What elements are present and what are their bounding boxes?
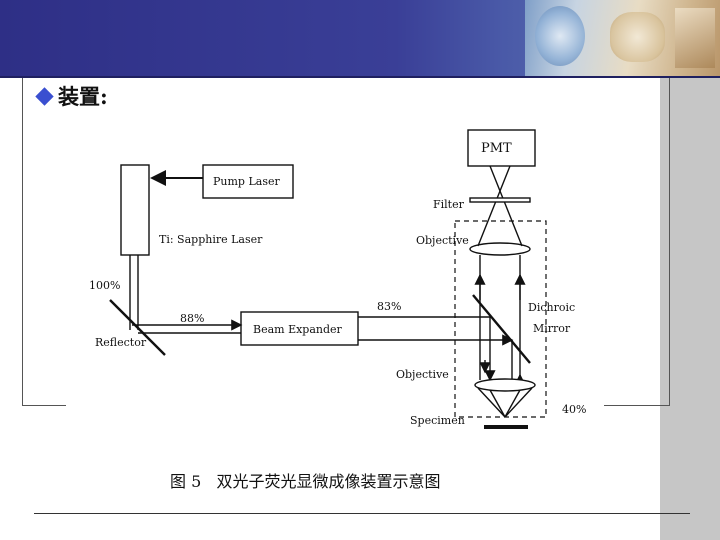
dichroic-label-1: Dichroic [528, 301, 575, 314]
objective-lens-bottom [474, 378, 536, 392]
beam-expander-label: Beam Expander [253, 323, 343, 336]
pmt-box [467, 129, 536, 167]
title-banner [0, 0, 720, 76]
pump-laser-label: Pump Laser [213, 175, 280, 188]
objective-bottom-label: Objective [396, 368, 449, 381]
pmt-cone-2 [489, 165, 523, 247]
frame-line [604, 405, 670, 406]
pump-laser-box [202, 164, 294, 199]
dichroic-label-2: Mirror [533, 322, 571, 335]
pct-83-label: 83% [377, 300, 401, 313]
clock-image [535, 6, 585, 66]
banner-edge [0, 76, 720, 78]
pct-40-label: 40% [562, 403, 586, 416]
banner-photo [525, 0, 720, 76]
focus-cone-inner-right [504, 389, 521, 418]
microscope-housing [454, 220, 547, 418]
heading-text: 装置: [58, 84, 108, 109]
beam-expander-box [240, 311, 359, 346]
frame-line [22, 405, 66, 406]
side-bar [660, 78, 720, 540]
ti-sapphire-laser-box [120, 164, 150, 256]
objective-lens-top [469, 242, 531, 256]
frame-line [22, 78, 23, 406]
filter-plate [469, 197, 531, 203]
specimen-label: Specimen [410, 414, 465, 427]
figure-caption: 图 5 双光子荧光显微成像装置示意图 [170, 472, 441, 491]
pmt-label: PMT [481, 141, 512, 156]
ti-laser-label: Ti: Sapphire Laser [159, 233, 263, 246]
focus-cone-inner-left [489, 389, 506, 418]
reflector-mirror [109, 299, 166, 356]
focus-cone-left [477, 387, 506, 418]
dichroic-mirror [472, 294, 531, 364]
filter-label: Filter [433, 198, 465, 211]
pct-88-label: 88% [180, 312, 204, 325]
focus-cone-right [504, 387, 533, 418]
coins-image [610, 12, 665, 62]
objective-top-label: Objective [416, 234, 469, 247]
footer-line [34, 513, 690, 514]
pmt-cone-1 [477, 165, 511, 247]
reflector-label: Reflector [95, 336, 147, 349]
paper-image [675, 8, 715, 68]
frame-line [669, 78, 670, 406]
slide-heading: 装置: [34, 82, 108, 110]
pct-100-label: 100% [89, 279, 120, 292]
